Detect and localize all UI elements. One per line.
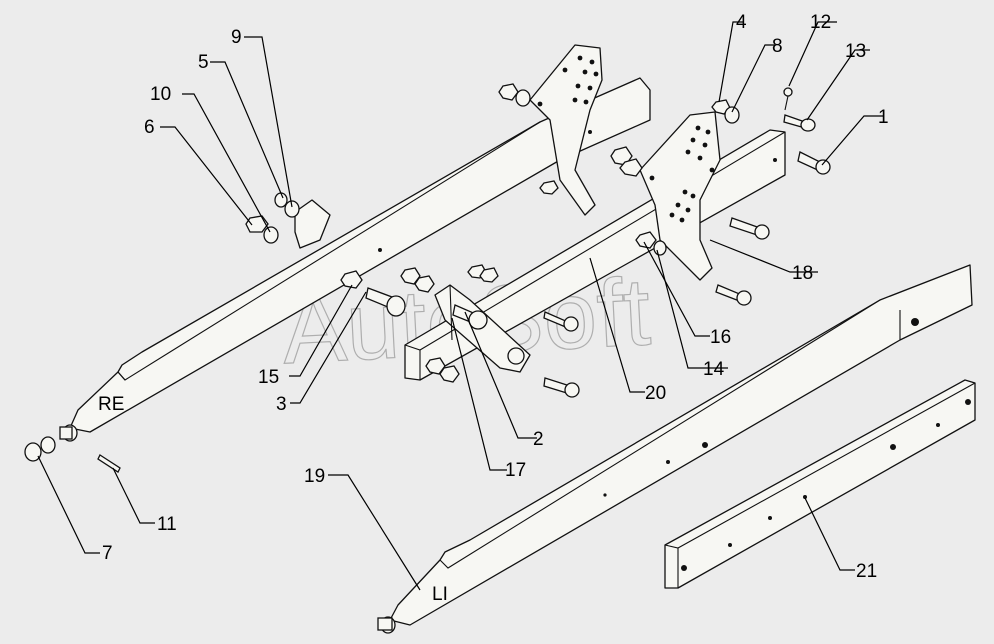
small-clevis-bracket [294,199,331,249]
callout-10: 10 [150,84,171,105]
right-side-label: RE [98,394,124,415]
callout-14: 14 [703,359,725,380]
callout-20: 20 [645,383,666,404]
callout-17: 17 [505,460,526,481]
callout-2: 2 [533,429,544,450]
callout-12: 12 [810,12,831,33]
callout-7: 7 [102,543,113,564]
upper-bracket-plate [529,44,603,216]
callout-13: 13 [845,41,866,62]
right-bracket-plate [639,111,721,281]
callout-4: 4 [736,12,747,33]
callout-3: 3 [276,394,287,415]
callout-9: 9 [231,27,242,48]
left-side-label: LI [432,584,448,605]
flat-bar [664,379,976,589]
callout-11: 11 [157,514,177,535]
callout-labels: 1 2 3 4 5 6 7 8 9 10 11 12 13 14 15 16 1… [102,12,889,582]
callout-18: 18 [792,263,813,284]
callout-5: 5 [198,52,209,73]
callout-19: 19 [304,466,325,487]
callout-15: 15 [258,367,279,388]
callout-8: 8 [772,36,783,57]
callout-1: 1 [878,107,889,128]
callout-21: 21 [856,561,877,582]
fastener-hardware [24,83,831,473]
leader-lines [37,21,884,591]
callout-16: 16 [710,327,731,348]
lower-lift-arm [377,264,973,634]
callout-6: 6 [144,117,155,138]
